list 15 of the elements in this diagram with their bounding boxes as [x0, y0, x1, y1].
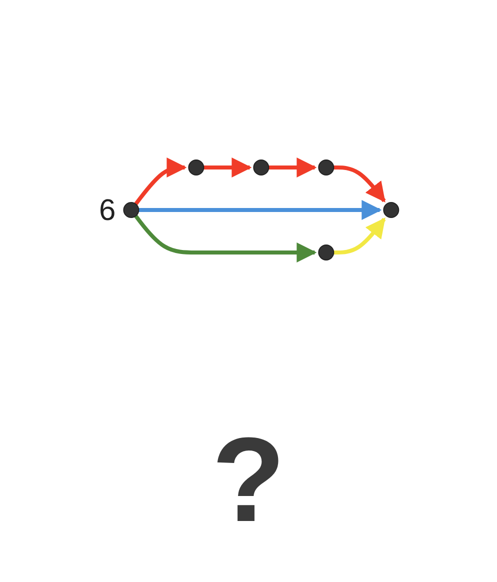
dot	[188, 160, 204, 176]
dot	[122, 202, 139, 218]
arrow	[268, 158, 316, 178]
arrow	[333, 218, 386, 254]
arrow	[138, 200, 382, 220]
dot	[382, 202, 399, 218]
arrow	[134, 214, 316, 262]
dot	[318, 244, 334, 260]
dot	[318, 160, 334, 176]
arrow	[203, 158, 252, 178]
node-number: 6	[98, 194, 116, 227]
dot	[252, 160, 269, 176]
arrow	[134, 158, 186, 206]
arrow	[333, 166, 386, 202]
question-mark: ?	[212, 420, 286, 540]
